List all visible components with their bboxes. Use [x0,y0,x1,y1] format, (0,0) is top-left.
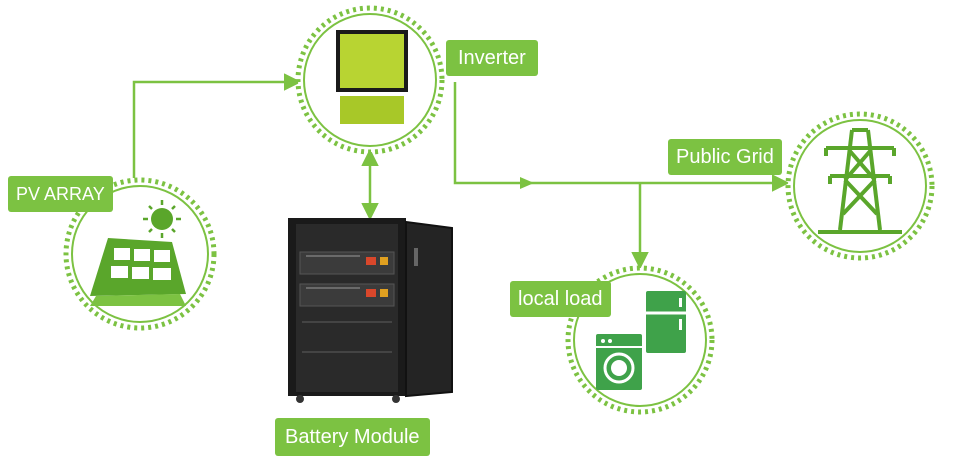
sun-icon [143,200,181,238]
solar-panel-icon [90,238,186,306]
washing-machine-icon [596,334,642,390]
connection-lines [132,73,790,270]
local-load-label: local load [510,281,611,317]
pv-to-inverter-line [132,73,302,178]
public-grid-node [785,111,935,261]
battery-cabinet-icon [288,218,453,403]
battery-rack-2 [299,283,395,307]
pv-array-node [63,177,217,331]
inverter-label: Inverter [446,40,538,76]
inverter-node [295,5,445,155]
mid-arrow-head [520,177,534,189]
inverter-to-grid-line [453,82,790,192]
inverter-icon [336,30,408,124]
refrigerator-icon [646,291,686,353]
pv-array-label: PV ARRAY [8,176,113,212]
battery-module-label: Battery Module [275,418,430,456]
transmission-tower-icon [818,128,902,234]
public-grid-label: Public Grid [668,139,782,175]
battery-rack-1 [299,251,395,275]
